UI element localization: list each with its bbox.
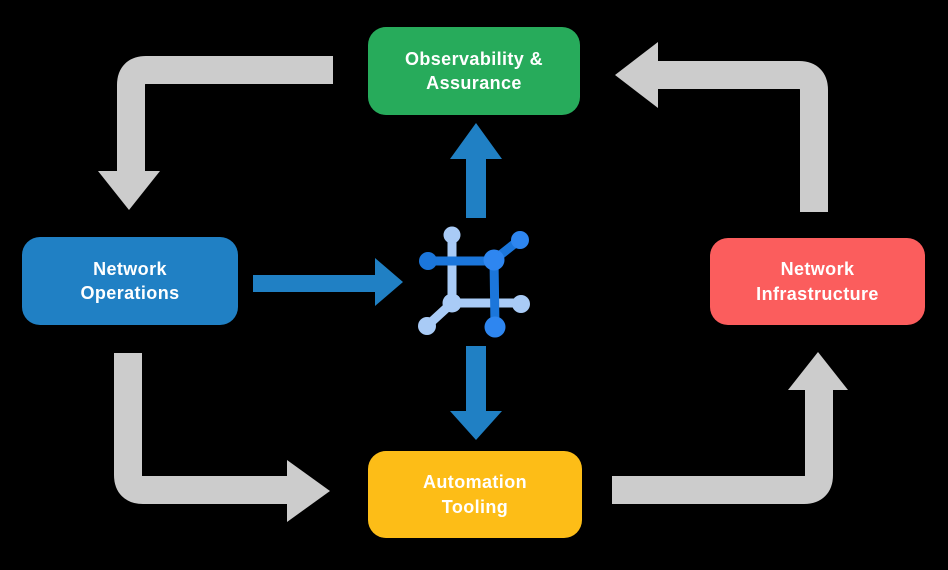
node-network-infrastructure: Network Infrastructure (710, 238, 925, 325)
node-label-line: Observability & (404, 48, 544, 69)
network-icon-light-branch (418, 226, 530, 335)
node-label-line: Network (93, 258, 167, 279)
arrow-operations-to-center (253, 258, 403, 306)
arrow-automation-to-infrastructure (612, 352, 848, 504)
node-label-line: Automation (423, 472, 527, 493)
node-label-line: Network (780, 259, 855, 280)
arrow-observability-to-operations (98, 56, 333, 210)
arrow-operations-to-automation (114, 353, 330, 522)
node-label-line: Infrastructure (756, 283, 879, 304)
arrow-infrastructure-to-observability (615, 42, 828, 212)
network-icon-dark-branch (419, 231, 529, 338)
node-automation-tooling: Automation Tooling (368, 451, 582, 538)
node-label-line: Operations (80, 283, 180, 303)
node-label-line: Tooling (441, 496, 509, 517)
arrow-center-to-automation (450, 346, 502, 440)
arrow-center-to-observability (450, 123, 502, 218)
network-nodes-icon (418, 226, 530, 338)
node-network-operations: Network Operations (22, 237, 238, 325)
node-observability-assurance: Observability & Assurance (368, 27, 580, 115)
node-label-line: Assurance (426, 73, 522, 93)
